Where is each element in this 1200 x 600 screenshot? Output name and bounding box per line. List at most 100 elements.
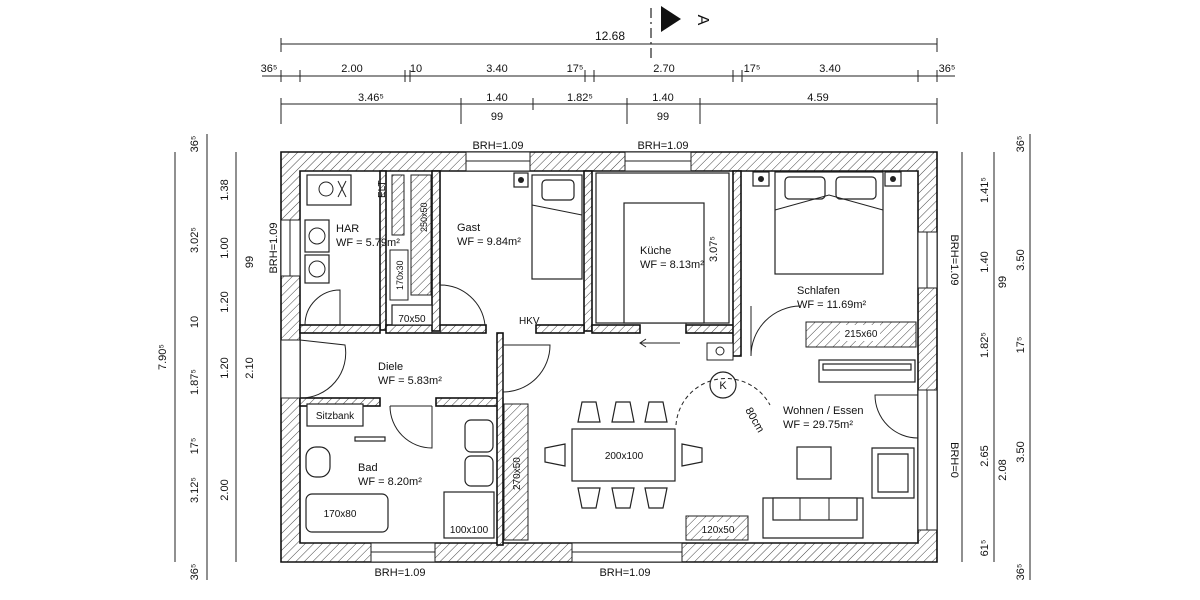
- shower: [443, 491, 495, 539]
- har-fixtures: ELT 250x50 170x30 70x50: [304, 174, 433, 326]
- room-name-bad: Bad: [358, 462, 378, 474]
- cabinet-120x50-label: 120x50: [702, 525, 735, 536]
- schlafen-furniture: 215x60: [752, 171, 917, 348]
- dim-left-i-0: 1.38: [219, 179, 231, 200]
- dim-right-o-3: 36⁵: [1015, 564, 1027, 581]
- room-area-har: WF = 5.79m²: [336, 237, 400, 249]
- sitzbank-label: Sitzbank: [316, 411, 355, 422]
- shower-label: 100x100: [450, 525, 489, 536]
- dim-top-r1-3: 3.40: [486, 63, 507, 75]
- table-label: 200x100: [605, 451, 644, 462]
- room-name-schlafen: Schlafen: [797, 285, 840, 297]
- dim-right-o-1: 3.50: [1015, 249, 1027, 270]
- dim-top-r1-7: 3.40: [819, 63, 840, 75]
- dim-top-r1-8: 36⁵: [939, 63, 956, 75]
- dim-right-m-2: 1.82⁵: [979, 332, 991, 358]
- room-area-wohnen: WF = 29.75m²: [783, 419, 853, 431]
- dim-left-o-6: 36⁵: [189, 564, 201, 581]
- section-marker: A: [650, 6, 711, 58]
- wohnen-furniture: 270x50 200x100 K 80cm 120x50: [503, 342, 916, 541]
- arrow-left-icon: [639, 338, 647, 348]
- window-label-bottom-wohnen: BRH=1.09: [599, 567, 650, 579]
- dim-top-r1-0: 36⁵: [261, 63, 278, 75]
- dim-left-o-4: 17⁵: [189, 438, 201, 455]
- shelf-label: 270x50: [512, 457, 523, 490]
- coffee-table: [796, 446, 832, 480]
- dim-right-m-0: 1.41⁵: [979, 177, 991, 203]
- dim-top-r2-0: 3.46⁵: [358, 92, 384, 104]
- window-label-kueche: BRH=1.09: [637, 140, 688, 152]
- dim-right-o-0: 36⁵: [1015, 136, 1027, 153]
- dim-left-o-1: 3.02⁵: [189, 227, 201, 253]
- top-dimensions: 12.68 36⁵ 2.00 10 3.40 17⁵ 2.70 17⁵ 3.40…: [261, 29, 956, 124]
- armchair: [871, 447, 915, 499]
- dim-right-m-1: 1.40: [979, 251, 991, 272]
- dim-left-i-5: 2.00: [219, 479, 231, 500]
- dim-top-sub-0: 99: [491, 111, 503, 123]
- dim-right-m-3: 17⁵: [1015, 337, 1027, 354]
- gast-furniture: [513, 172, 583, 280]
- dim-top-r1-2: 10: [410, 63, 422, 75]
- window-label-wohnen: BRH=0: [948, 442, 960, 478]
- room-area-schlafen: WF = 11.69m²: [797, 299, 867, 311]
- window-label-gast: BRH=1.09: [472, 140, 523, 152]
- windows: [280, 151, 938, 563]
- hkv-label: HKV: [519, 316, 540, 327]
- cabinet-70x50-label: 70x50: [398, 314, 426, 325]
- dim-top-r1-4: 17⁵: [567, 63, 584, 75]
- room-name-har: HAR: [336, 223, 359, 235]
- toilet-icon: [305, 446, 331, 478]
- room-area-diele: WF = 5.83m²: [378, 375, 442, 387]
- window-label-bad: BRH=1.09: [374, 567, 425, 579]
- right-dimensions: 36⁵ 3.50 3.50 36⁵ 1.41⁵ 1.40 1.82⁵ 17⁵ 2…: [961, 134, 1031, 581]
- walls: [280, 151, 938, 563]
- dim-left-i-2: 1.20: [219, 291, 231, 312]
- dim-top-r1-1: 2.00: [341, 63, 362, 75]
- room-name-gast: Gast: [457, 222, 480, 234]
- dim-left-sub-0: 99: [244, 256, 256, 268]
- sink-icon: [464, 419, 494, 453]
- dim-overall-width: 12.68: [595, 29, 625, 43]
- shaft-170x30-label: 170x30: [395, 260, 405, 290]
- kueche-furniture: 3.07⁵: [595, 172, 730, 324]
- room-area-bad: WF = 8.20m²: [358, 476, 422, 488]
- room-name-diele: Diele: [378, 361, 403, 373]
- dim-left-i-1: 1.00: [219, 237, 231, 258]
- window-label-har: BRH=1.09: [268, 222, 280, 273]
- elt-label: ELT: [377, 180, 388, 198]
- shaft-250x50-label: 250x50: [419, 202, 429, 232]
- dim-top-r2-4: 4.59: [807, 92, 828, 104]
- dim-left-i-3: 1.20: [219, 357, 231, 378]
- dim-top-r1-6: 17⁵: [744, 63, 761, 75]
- dim-top-r2-2: 1.82⁵: [567, 92, 593, 104]
- dim-top-r2-3: 1.40: [652, 92, 673, 104]
- sitzbank: Sitzbank: [306, 403, 364, 427]
- left-dimensions: 7.90⁵ 36⁵ 3.02⁵ 10 1.87⁵ 17⁵ 3.12⁵ 36⁵ 1…: [157, 134, 256, 580]
- dim-right-i-1: 2.08: [997, 459, 1009, 480]
- section-label: A: [694, 15, 711, 26]
- dim-right-i-0: 99: [997, 276, 1009, 288]
- dim-left-o-2: 10: [189, 316, 201, 328]
- room-area-kueche: WF = 8.13m²: [640, 259, 704, 271]
- dim-left-o-5: 3.12⁵: [189, 477, 201, 503]
- bathtub: [305, 493, 389, 533]
- room-name-wohnen: Wohnen / Essen: [783, 405, 864, 417]
- bathtub-label: 170x80: [324, 509, 357, 520]
- bad-fixtures: 170x80 100x100: [305, 419, 495, 539]
- stove-label: K: [719, 380, 727, 392]
- kitchen-depth-label: 3.07⁵: [708, 236, 720, 262]
- dim-top-r2-1: 1.40: [486, 92, 507, 104]
- wardrobe-label: 215x60: [845, 329, 878, 340]
- dim-left-overall: 7.90⁵: [157, 344, 169, 370]
- dim-right-o-2: 3.50: [1015, 441, 1027, 462]
- dim-left-o-3: 1.87⁵: [189, 369, 201, 395]
- heater-icon: [306, 174, 352, 206]
- room-name-kueche: Küche: [640, 245, 671, 257]
- dim-left-o-0: 36⁵: [189, 136, 201, 153]
- dining-table: [571, 428, 676, 482]
- section-arrow-icon: [661, 6, 681, 32]
- dim-top-sub-1: 99: [657, 111, 669, 123]
- room-area-gast: WF = 9.84m²: [457, 236, 521, 248]
- window-label-schlafen: BRH=1.09: [948, 234, 960, 285]
